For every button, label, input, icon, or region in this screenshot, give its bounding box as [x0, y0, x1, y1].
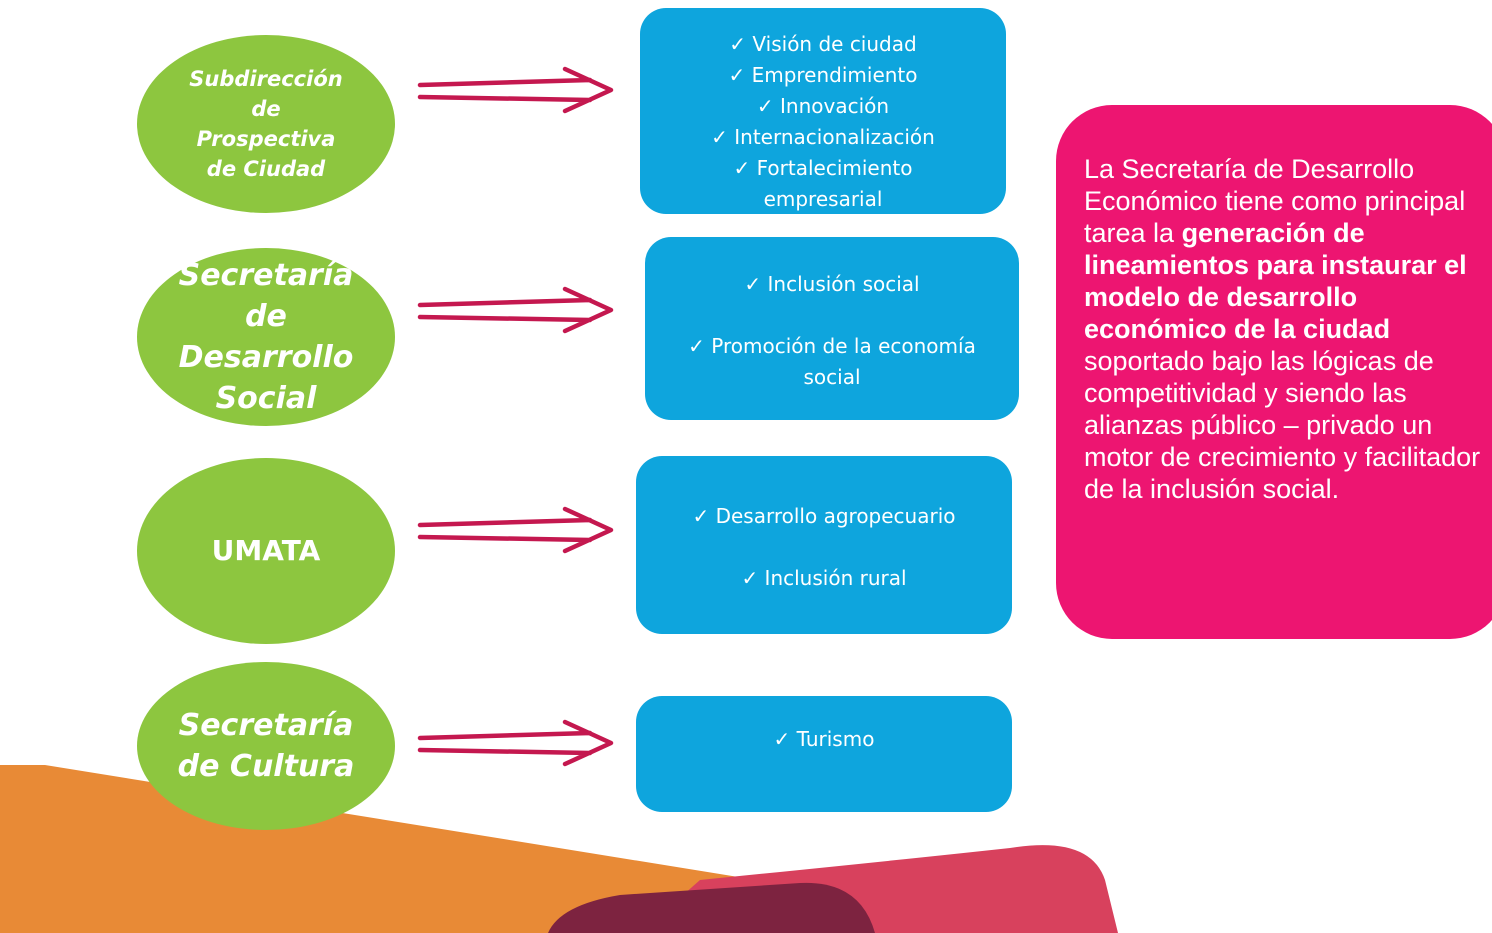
objective-item: ✓ Inclusión rural [741, 566, 907, 590]
entity-line: de Ciudad [206, 157, 326, 181]
dark-wave-shape [548, 882, 875, 933]
objective-item: empresarial [763, 187, 883, 211]
entity-line: Subdirección [189, 67, 343, 91]
objective-item: ✓ Promoción de la economía [688, 334, 976, 358]
objectives-box-cultura: ✓ Turismo [636, 696, 1012, 812]
entity-line: Prospectiva [196, 127, 336, 151]
entity-line: Social [215, 381, 317, 416]
entity-line: Secretaría [178, 708, 354, 743]
arrow-icon [417, 719, 614, 767]
entity-circle-umata: UMATA [137, 458, 395, 644]
objective-item: ✓ Emprendimiento [728, 63, 918, 87]
entity-line: de [251, 97, 281, 121]
objectives-box-prospectiva: ✓ Visión de ciudad ✓ Emprendimiento ✓ In… [640, 8, 1006, 214]
objectives-box-umata: ✓ Desarrollo agropecuario ✓ Inclusión ru… [636, 456, 1012, 634]
objective-item: ✓ Desarrollo agropecuario [692, 504, 956, 528]
entity-line: UMATA [211, 534, 321, 567]
mission-text-highlight: generación de lineamientos para instaura… [1084, 218, 1467, 344]
entity-line: de Cultura [177, 749, 355, 784]
objective-item: ✓ Inclusión social [744, 272, 920, 296]
objective-item: ✓ Innovación [756, 94, 890, 118]
objective-item [829, 300, 835, 331]
objective-item: ✓ Internacionalización [711, 125, 935, 149]
arrow-icon [417, 66, 614, 114]
objective-item [821, 532, 827, 563]
arrow-icon [417, 286, 614, 334]
entity-line: de [245, 299, 287, 334]
objective-item: ✓ Turismo [773, 727, 875, 751]
mission-text-intro: La Secretaría de Desarrollo Económico ti… [1084, 154, 1466, 248]
objective-item: ✓ Fortalecimiento [733, 156, 913, 180]
objective-item: ✓ Visión de ciudad [729, 32, 917, 56]
objectives-box-desarrollo-social: ✓ Inclusión social ✓ Promoción de la eco… [645, 237, 1019, 420]
entity-circle-prospectiva: Subdirección de Prospectiva de Ciudad [137, 35, 395, 213]
entity-line: Secretaría [178, 258, 354, 293]
entity-line: Desarrollo [178, 340, 354, 375]
arrow-icon [417, 506, 614, 554]
entity-circle-desarrollo-social: Secretaría de Desarrollo Social [137, 248, 395, 426]
objective-item: social [803, 365, 861, 389]
mission-text-rest: soportado bajo las lógicas de competitiv… [1084, 346, 1481, 504]
entity-circle-cultura: Secretaría de Cultura [137, 662, 395, 830]
mission-text-box: La Secretaría de Desarrollo Económico ti… [1056, 105, 1492, 639]
